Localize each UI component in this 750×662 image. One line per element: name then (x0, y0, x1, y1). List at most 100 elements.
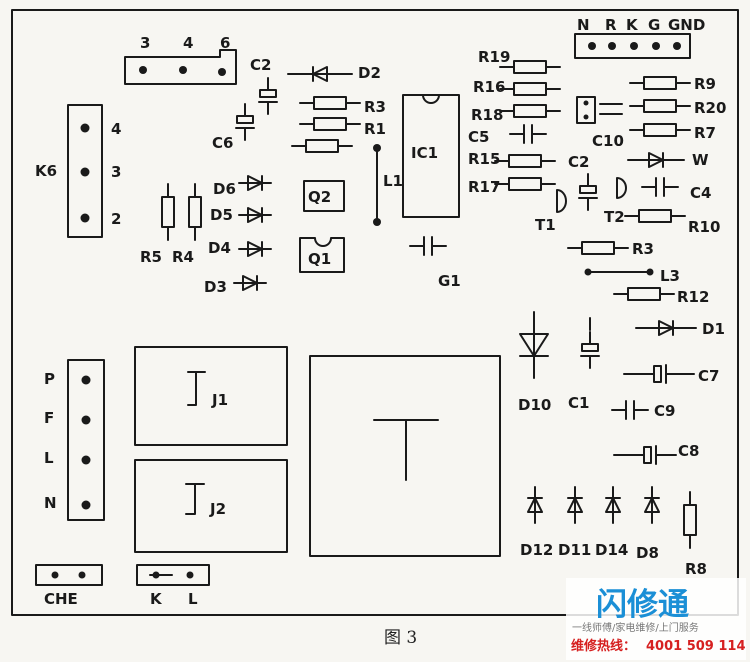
resistor-r5: R5 (140, 183, 175, 266)
watermark-hotline-label: 维修热线： (571, 638, 636, 654)
resistor-r10: R10 (624, 209, 720, 236)
svg-text:R19: R19 (478, 48, 510, 66)
svg-text:C6: C6 (212, 134, 233, 152)
svg-text:T1: T1 (535, 216, 556, 234)
diode-d6: D6 (213, 175, 272, 198)
svg-text:R3: R3 (632, 240, 654, 258)
svg-text:C4: C4 (690, 184, 711, 202)
capacitor-g1: G1 (409, 236, 461, 290)
relay-j1: J1 (134, 346, 288, 446)
resistor-r20: R20 (629, 99, 726, 117)
svg-text:T2: T2 (604, 208, 625, 226)
pin-label: GND (668, 16, 705, 34)
pin-label: 4 (183, 34, 193, 52)
pin-label: N (44, 494, 57, 512)
svg-text:R7: R7 (694, 124, 716, 142)
svg-text:R16: R16 (473, 78, 505, 96)
svg-text:R20: R20 (694, 99, 726, 117)
connector-pfln: P F L N (44, 359, 105, 521)
svg-text:R4: R4 (172, 248, 194, 266)
capacitor-c10: C10 (576, 96, 624, 150)
diode-d3: D3 (204, 275, 267, 296)
capacitor-c5: C5 (468, 124, 547, 146)
diode-d4: D4 (208, 239, 272, 257)
diode-d8: D8 (636, 486, 660, 562)
resistor-r12: R12 (613, 287, 709, 306)
resistor-r19: R19 (478, 48, 561, 74)
svg-text:D1: D1 (702, 320, 725, 338)
pin-label: 2 (111, 210, 121, 228)
resistor-r17: R17 (468, 177, 556, 196)
pin-label: P (44, 370, 55, 388)
svg-text:D10: D10 (518, 396, 551, 414)
resistor-r9: R9 (629, 75, 716, 93)
pin-label: F (44, 409, 54, 427)
resistor-r3-top: R3 (299, 96, 386, 116)
capacitor-c4: C4 (641, 177, 711, 202)
pin-label: 6 (220, 34, 230, 52)
svg-text:C2: C2 (568, 153, 589, 171)
svg-text:Q2: Q2 (308, 188, 331, 206)
jumper-l3: L3 (584, 267, 680, 285)
capacitor-c1: C1 (568, 317, 600, 412)
capacitor-c7: C7 (623, 364, 719, 385)
connector-label: K6 (35, 162, 57, 180)
capacitor-c8: C8 (613, 442, 699, 465)
svg-text:C8: C8 (678, 442, 699, 460)
svg-text:D12: D12 (520, 541, 553, 559)
pin-label: 3 (111, 163, 121, 181)
transistor-t1: T1 (535, 189, 567, 234)
connector-che: CHE (35, 564, 103, 608)
svg-text:C10: C10 (592, 132, 624, 150)
svg-text:C1: C1 (568, 394, 589, 412)
relay-j2: J2 (134, 459, 288, 553)
svg-text:D3: D3 (204, 278, 227, 296)
resistor-r18: R18 (471, 104, 561, 124)
svg-text:R10: R10 (688, 218, 720, 236)
connector-kl: K L (136, 564, 210, 608)
svg-text:W: W (692, 151, 709, 169)
resistor-r7: R7 (629, 123, 716, 142)
board-outline (11, 9, 739, 616)
svg-text:R5: R5 (140, 248, 162, 266)
jumper-l1: L1 (373, 144, 403, 226)
svg-text:CHE: CHE (44, 590, 78, 608)
watermark-logo: 闪修通 一线师傅/家电维修/上门服务 维修热线： 4001 509 114 (566, 578, 746, 660)
diode-d14: D14 (595, 486, 628, 559)
svg-text:R1: R1 (364, 120, 386, 138)
svg-text:D5: D5 (210, 206, 233, 224)
svg-text:R18: R18 (471, 106, 503, 124)
resistor-r3-right: R3 (567, 240, 654, 258)
svg-text:R15: R15 (468, 150, 500, 168)
transistor-t2: T2 (604, 177, 627, 226)
pin-label: 3 (140, 34, 150, 52)
svg-text:L3: L3 (660, 267, 680, 285)
svg-text:C5: C5 (468, 128, 489, 146)
pin-label: 4 (111, 120, 121, 138)
svg-text:R9: R9 (694, 75, 716, 93)
svg-text:Q1: Q1 (308, 250, 331, 268)
capacitor-c6: C6 (212, 103, 255, 152)
diode-d10: D10 (518, 311, 551, 414)
pin-label: K (626, 16, 639, 34)
resistor-r15: R15 (468, 150, 556, 168)
resistor-r16: R16 (473, 78, 561, 96)
svg-text:C9: C9 (654, 402, 675, 420)
figure-caption: 图 3 (384, 628, 417, 648)
diode-d5: D5 (210, 206, 272, 224)
resistor-r8: R8 (683, 491, 707, 578)
svg-text:D8: D8 (636, 544, 659, 562)
connector-k6: K6 4 3 2 (35, 104, 121, 238)
svg-text:C2: C2 (250, 56, 271, 74)
pin-label: R (605, 16, 617, 34)
svg-text:D14: D14 (595, 541, 628, 559)
capacitor-c2-mid: C2 (568, 153, 598, 211)
transformer-t (309, 355, 501, 557)
svg-text:D6: D6 (213, 180, 236, 198)
svg-text:D4: D4 (208, 239, 231, 257)
connector-top-346: 3 4 6 (124, 34, 237, 85)
watermark-tagline: 一线师傅/家电维修/上门服务 (572, 621, 699, 634)
connector-nrkg-gnd: N R K G GND (574, 16, 705, 59)
svg-text:J1: J1 (211, 391, 228, 409)
transistor-q2: Q2 (303, 180, 345, 212)
